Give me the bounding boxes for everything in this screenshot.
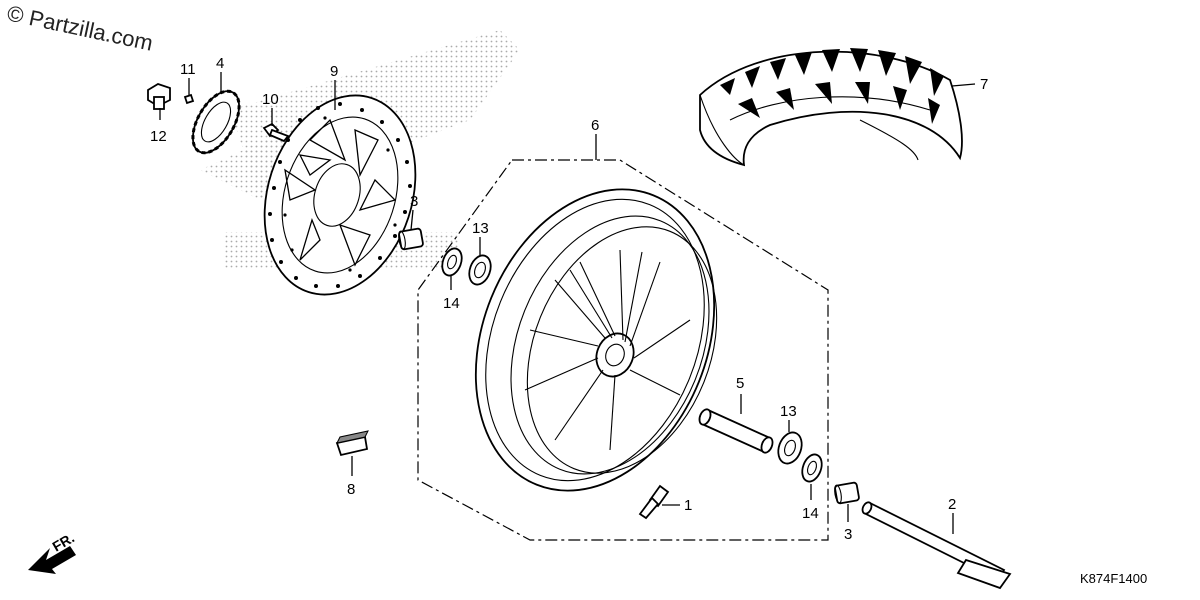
- callout-axle: 2: [948, 496, 956, 513]
- callout-bolt-12: 12: [150, 128, 167, 145]
- assembly-boundary: [417, 159, 829, 541]
- callout-seal-right: 14: [802, 505, 819, 522]
- watermark: © Partzilla.com: [5, 0, 155, 55]
- screw-11[interactable]: [183, 93, 195, 105]
- leader-lines: [159, 72, 976, 534]
- valve[interactable]: [638, 484, 670, 520]
- callout-balance-weight: 8: [347, 481, 355, 498]
- callout-axle-spacer: 5: [736, 375, 744, 392]
- callout-disc-bolt: 10: [262, 91, 279, 108]
- brake-disc[interactable]: [240, 76, 440, 315]
- callout-collar-left: 3: [410, 193, 418, 210]
- seal-right[interactable]: [799, 452, 825, 484]
- axle[interactable]: [861, 501, 1012, 590]
- bearing-left[interactable]: [465, 252, 494, 287]
- callout-bearing-right: 13: [780, 403, 797, 420]
- collar-left[interactable]: [397, 227, 424, 251]
- callout-valve: 1: [684, 497, 692, 514]
- tire[interactable]: [699, 48, 963, 167]
- axle-spacer[interactable]: [697, 408, 774, 455]
- callout-bearing-left: 13: [472, 220, 489, 237]
- diagram-code: K874F1400: [1080, 571, 1147, 586]
- callout-screw-11: 11: [180, 61, 196, 78]
- ring-4[interactable]: [183, 84, 248, 161]
- callout-bolt-small: 4: [216, 55, 224, 72]
- seal-left[interactable]: [439, 246, 465, 278]
- callout-tire: 7: [980, 76, 988, 93]
- balance-weight[interactable]: [335, 430, 369, 457]
- front-direction-arrow: [28, 546, 76, 574]
- callout-seal-left: 14: [443, 295, 460, 312]
- callout-wheel: 6: [591, 117, 599, 134]
- callout-brake-disc: 9: [330, 63, 338, 80]
- callout-collar-right: 3: [844, 526, 852, 543]
- collar-right[interactable]: [833, 481, 860, 505]
- disc-bolt-10[interactable]: [262, 122, 290, 143]
- bearing-right[interactable]: [774, 429, 806, 467]
- wheel[interactable]: [433, 153, 758, 526]
- callout-labels: 12 11 4 10 9 3 13 14 6 7 5 13 14 3 2 1 8: [150, 55, 988, 543]
- bolt-12[interactable]: [147, 83, 171, 110]
